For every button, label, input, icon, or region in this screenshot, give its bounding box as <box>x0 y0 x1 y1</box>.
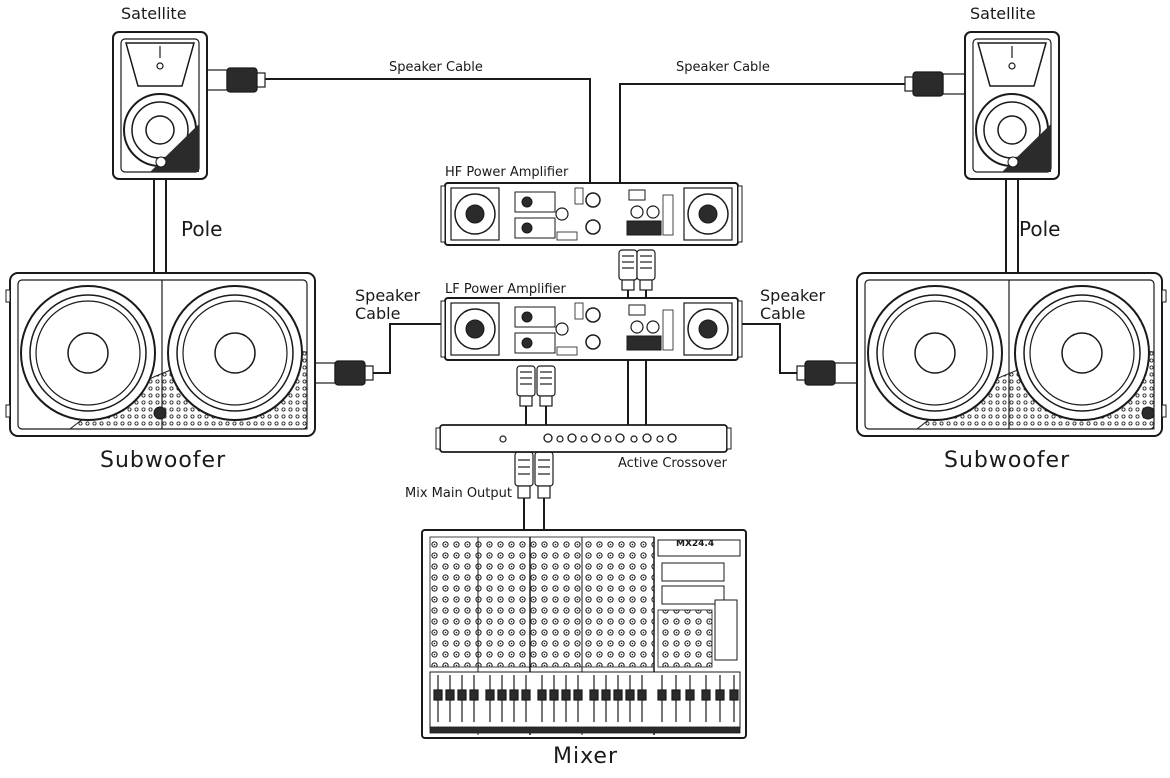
speaker-cable-top-left-label: Speaker Cable <box>389 60 483 75</box>
hf-power-amplifier <box>440 182 743 246</box>
speaker-cable-top-right-label: Speaker Cable <box>676 60 770 75</box>
subwoofer-right-label: Subwoofer <box>944 448 1071 473</box>
subwoofer-left-label: Subwoofer <box>100 448 227 473</box>
mixer <box>421 529 747 739</box>
hf-xlr-b <box>636 249 656 291</box>
connectors <box>204 67 966 499</box>
hf-xlr-a <box>618 249 638 291</box>
subwoofer-left <box>5 272 316 437</box>
faders <box>433 675 739 722</box>
speaker-cable-mid-right-label: Speaker Cable <box>760 286 826 323</box>
pole-right <box>1005 179 1019 273</box>
speakon-satellite-right <box>904 71 966 97</box>
mix-main-output-label: Mix Main Output <box>405 486 512 501</box>
pole-left-label: Pole <box>181 217 223 241</box>
pole-left <box>153 179 167 273</box>
active-crossover <box>435 424 732 453</box>
satellite-right <box>964 31 1060 180</box>
speaker-cable-lf-right <box>738 323 800 374</box>
crossover-xlr-a <box>514 451 534 499</box>
speaker-cable-lf-left <box>370 323 447 374</box>
mixer-model-label: MX24.4 <box>676 539 715 549</box>
satellite-left-label: Satellite <box>121 4 187 23</box>
mixer-label: Mixer <box>553 744 619 769</box>
speakon-satellite-left <box>204 67 266 93</box>
satellite-left <box>112 31 208 180</box>
subwoofer-right <box>856 272 1167 437</box>
hf-amp-label: HF Power Amplifier <box>445 165 569 180</box>
speakon-sub-left <box>312 360 374 386</box>
lf-power-amplifier <box>440 297 743 361</box>
crossover-xlr-b <box>534 451 554 499</box>
pole-right-label: Pole <box>1019 217 1061 241</box>
speaker-cable-hf-right <box>619 83 915 196</box>
lf-xlr-a <box>516 365 536 407</box>
active-crossover-label: Active Crossover <box>618 456 727 471</box>
lf-xlr-b <box>536 365 556 407</box>
speaker-cable-mid-left-label: Speaker Cable <box>355 286 421 323</box>
satellite-right-label: Satellite <box>970 4 1036 23</box>
speakon-sub-right <box>796 360 858 386</box>
lf-amp-label: LF Power Amplifier <box>445 282 566 297</box>
speaker-cable-hf-left <box>262 78 591 196</box>
